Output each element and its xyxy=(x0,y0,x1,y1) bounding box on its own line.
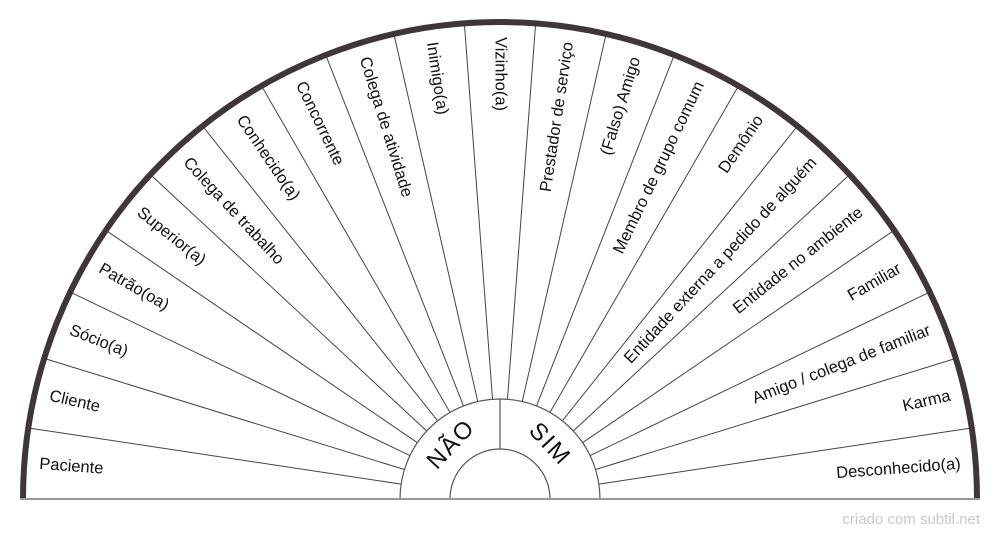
segment-divider xyxy=(325,56,464,407)
segment-divider xyxy=(521,35,607,402)
segment-label[interactable]: Cliente xyxy=(48,387,102,416)
segment-divider xyxy=(151,175,428,432)
segment-label[interactable]: (Falso) Amigo xyxy=(597,55,644,158)
segment-divider xyxy=(582,231,893,444)
segment-divider xyxy=(203,127,439,422)
segment-label[interactable]: Conhecido(a) xyxy=(233,112,304,204)
segment-label[interactable]: Familiar xyxy=(844,259,904,304)
segment-label[interactable]: Karma xyxy=(901,387,953,416)
segment-label[interactable]: Demônio xyxy=(715,112,767,177)
segment-divider xyxy=(30,427,402,485)
segment-divider xyxy=(536,56,675,407)
segment-divider xyxy=(549,87,738,413)
segment-divider xyxy=(561,127,797,422)
segment-label[interactable]: Prestador de serviço xyxy=(537,41,577,193)
segment-divider xyxy=(464,25,494,400)
segment-label[interactable]: Superior(a) xyxy=(134,203,210,269)
segment-divider xyxy=(589,292,929,457)
segment-label[interactable]: Sócio(a) xyxy=(67,321,131,360)
segment-label[interactable]: Colega de atividade xyxy=(356,55,416,200)
segment-label[interactable]: Inimigo(a) xyxy=(423,41,452,116)
segment-divider xyxy=(598,427,970,485)
segment-divider xyxy=(45,358,405,471)
segment-divider xyxy=(107,231,418,444)
segment-label[interactable]: Concorrente xyxy=(292,79,348,169)
watermark: criado com subtil.net xyxy=(842,511,980,528)
segment-divider xyxy=(595,358,955,471)
no-label[interactable]: NÃO xyxy=(421,414,480,475)
segment-divider xyxy=(71,292,411,457)
outer-arc xyxy=(20,19,980,500)
segment-divider xyxy=(262,87,451,413)
segment-divider xyxy=(393,35,479,402)
segment-dividers xyxy=(30,25,970,485)
segment-divider xyxy=(572,175,849,432)
center-arc xyxy=(449,448,551,500)
segment-label[interactable]: Paciente xyxy=(39,455,104,478)
segment-label[interactable]: Vizinho(a) xyxy=(492,37,510,111)
segment-divider xyxy=(506,25,536,400)
segment-label[interactable]: Desconhecido(a) xyxy=(836,455,962,482)
